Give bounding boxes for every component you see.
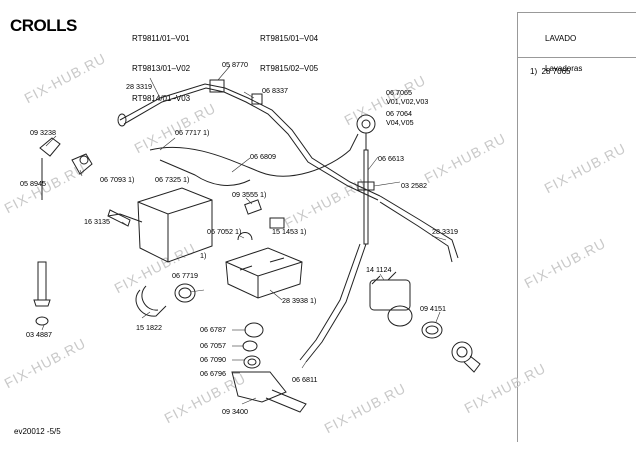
side-panel-rule (517, 57, 636, 58)
part-label-058770: 05 8770 (222, 60, 248, 69)
part-label-067719: 06 7719 (172, 271, 198, 280)
part-label-151822: 15 1822 (136, 323, 162, 332)
part-label-034887: 03 4887 (26, 330, 52, 339)
part-label-v0405: V04,V05 (386, 118, 414, 127)
part-label-note-1: 1) (200, 251, 206, 260)
part-label-067052: 06 7052 1) (207, 227, 241, 236)
part-label-066811: 06 6811 (292, 375, 317, 384)
level-tube-drawing (299, 149, 375, 363)
pump-assembly-drawing (231, 322, 307, 413)
model-4: RT9815/01–V04 (260, 34, 319, 43)
part-label-141124: 14 1124 (366, 265, 391, 274)
part-label-163135: 16 3135 (84, 217, 110, 226)
model-3: RT9814/01–V03 (132, 94, 191, 103)
heater-drawing (369, 271, 413, 327)
part-label-032582: 03 2582 (401, 181, 427, 190)
subcategory-label: Lavadoras (545, 64, 583, 73)
side-note: 1) 28 7065 (530, 67, 571, 76)
category-block: LAVADO Lavadoras (545, 14, 582, 84)
part-label-067717: 06 7717 1) (175, 128, 209, 137)
part-label-066809: 06 6809 (250, 152, 276, 161)
side-panel-divider (517, 12, 518, 442)
filter-drawing (451, 341, 481, 373)
part-label-067093: 06 7093 1) (100, 175, 134, 184)
part-label-151453: 15 1453 1) (272, 227, 306, 236)
model-list-2: RT9815/01–V04 RT9815/02–V05 (260, 14, 318, 84)
seal-drawing (421, 321, 443, 339)
part-label-283319-right: 28 3319 (432, 227, 458, 236)
page-footer: ev20012 -5/5 (14, 427, 61, 436)
detergent-drawer-drawing (225, 247, 303, 299)
part-label-283938: 28 3938 1) (282, 296, 316, 305)
part-label-066613: 06 6613 (378, 154, 404, 163)
part-label-067325: 06 7325 1) (155, 175, 189, 184)
part-label-067064: 06 7064 (386, 109, 412, 118)
leader-lines (41, 65, 447, 405)
part-label-058945: 05 8945 (20, 179, 46, 188)
pressure-switch-drawing (356, 114, 376, 150)
model-1: RT9811/01–V01 (132, 34, 190, 43)
valve-drawing (71, 153, 93, 175)
part-label-066796: 06 6796 (200, 369, 226, 378)
brand-logo: CROLLS (10, 16, 77, 35)
model-2: RT9813/01–V02 (132, 64, 191, 73)
wire-harness-drawing (149, 133, 359, 186)
part-label-094151: 09 4151 (420, 304, 446, 313)
part-label-068337: 06 8337 (262, 86, 288, 95)
part-label-283319-top: 28 3319 (126, 82, 152, 91)
part-label-067065: 06 7065 (386, 88, 412, 97)
bellows-drawing (135, 283, 196, 317)
part-label-093555: 09 3555 1) (232, 190, 266, 199)
model-5: RT9815/02–V05 (260, 64, 319, 73)
dispenser-housing-drawing (107, 187, 213, 263)
part-label-067057: 06 7057 (200, 341, 226, 350)
part-labels: 05 8770 28 3319 06 8337 06 7065 V01,V02,… (20, 60, 458, 416)
part-label-093400: 09 3400 (222, 407, 248, 416)
category-label: LAVADO (545, 34, 577, 43)
upper-hose-drawing (117, 79, 381, 201)
part-label-067090: 06 7090 (200, 355, 226, 364)
part-label-066787: 06 6787 (200, 325, 226, 334)
part-label-v010203: V01,V02,V03 (386, 97, 428, 106)
inlet-hose-drawing (33, 137, 61, 326)
part-label-093238: 09 3238 (30, 128, 56, 137)
small-parts-drawing (237, 199, 285, 241)
model-list-1: RT9811/01–V01 RT9813/01–V02 RT9814/01–V0… (132, 14, 190, 114)
side-panel-top-rule (517, 12, 636, 13)
